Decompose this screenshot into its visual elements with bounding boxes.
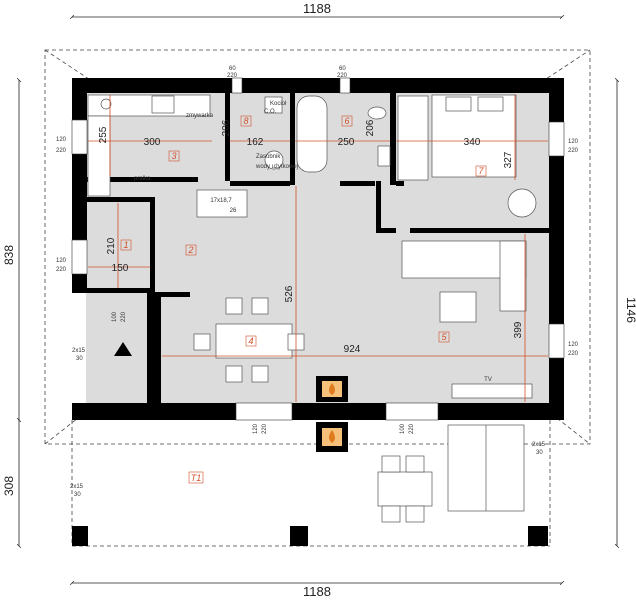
boiler-label: Kocioł <box>270 101 287 107</box>
win-left2-220: 220 <box>56 267 67 273</box>
column2-30: 30 <box>74 492 81 498</box>
room-dimension-lines <box>88 95 548 402</box>
tv-label: TV <box>484 377 492 383</box>
bed-width: 340 <box>464 137 481 148</box>
entrance-arrow-icon <box>114 342 132 356</box>
room-dimension-labels: 300 255 162 206 250 206 340 327 210 150 … <box>98 119 524 355</box>
win-top2-220: 220 <box>337 73 348 79</box>
room-4: 4 <box>248 336 253 346</box>
top-width: 1188 <box>303 1 331 16</box>
win-top-220: 220 <box>227 73 238 79</box>
column-2x15: 2x15 <box>72 348 86 354</box>
hall-height: 210 <box>106 237 117 254</box>
boiler-height: 206 <box>221 119 232 136</box>
win-top-60: 60 <box>229 66 236 72</box>
room-1: 1 <box>123 240 128 250</box>
win-right2-220: 220 <box>568 351 579 357</box>
dining-height: 526 <box>284 285 295 302</box>
hall-width: 150 <box>112 263 129 274</box>
win-top2-60: 60 <box>339 66 346 72</box>
room-6: 6 <box>344 116 349 126</box>
bottom-width: 1188 <box>303 584 331 599</box>
win-left2-120: 120 <box>56 258 67 264</box>
room-3: 3 <box>171 151 176 161</box>
bath-width: 250 <box>338 137 355 148</box>
stairs-label: 17x18,7 <box>210 198 232 204</box>
win-bottom-220: 220 <box>262 423 268 434</box>
left-terrace-height: 308 <box>2 476 16 496</box>
room-7: 7 <box>478 166 484 176</box>
column3-2x15: 2x15 <box>532 442 546 448</box>
stairs-count: 26 <box>230 208 237 214</box>
win-door-100: 100 <box>112 311 118 322</box>
room-5: 5 <box>441 332 447 342</box>
kitchen-height: 255 <box>98 126 109 143</box>
win-left-120: 120 <box>56 137 67 143</box>
win-door-220: 220 <box>121 311 127 322</box>
win-right-120: 120 <box>568 139 579 145</box>
room-2: 2 <box>187 245 193 255</box>
kitchen-width: 300 <box>144 137 161 148</box>
room-t1: T1 <box>191 473 202 483</box>
living-height: 399 <box>513 321 524 338</box>
room-numbers: 3 8 6 7 1 2 4 5 T1 <box>120 115 487 484</box>
boiler-width: 162 <box>247 137 264 148</box>
column2-2x15: 2x15 <box>70 484 84 490</box>
annotations: 17x18,7 26 TV Kocioł C.O. Zasobnik wody … <box>56 66 579 498</box>
fireplace-icon <box>316 376 348 452</box>
washer-label: pralka <box>134 176 151 182</box>
furniture <box>87 94 537 523</box>
column3-30: 30 <box>536 450 543 456</box>
win-right2-120: 120 <box>568 342 579 348</box>
windows <box>71 77 565 421</box>
water-label: wody użytkowej <box>255 164 298 170</box>
living-width: 924 <box>344 344 361 355</box>
left-height: 838 <box>2 245 16 265</box>
win-bottom2-100: 100 <box>400 423 406 434</box>
terrace-columns <box>72 526 548 546</box>
right-height: 1146 <box>624 297 636 323</box>
bath-height: 206 <box>365 119 376 136</box>
dishwasher-label: zmywarka <box>186 113 214 119</box>
bed-height: 327 <box>503 151 514 168</box>
tank-label: Zasobnik <box>256 154 281 160</box>
win-bottom-120: 120 <box>253 423 259 434</box>
win-right-220: 220 <box>568 148 579 154</box>
co-label: C.O. <box>264 109 277 115</box>
win-left-220: 220 <box>56 148 67 154</box>
column-30: 30 <box>76 356 83 362</box>
win-bottom2-220: 220 <box>409 423 415 434</box>
room-8: 8 <box>243 116 248 126</box>
